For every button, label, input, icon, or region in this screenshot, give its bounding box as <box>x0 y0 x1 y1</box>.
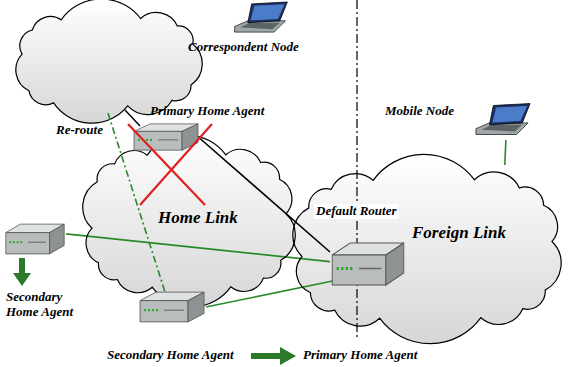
cloud-fill <box>83 135 296 307</box>
router-icon <box>138 290 206 324</box>
node-label: Secondary Home Agent <box>6 290 86 320</box>
router-icon <box>4 222 66 256</box>
router-light <box>144 309 146 311</box>
router-light <box>350 267 352 270</box>
router-light <box>152 309 154 311</box>
router-node: Secondary Home Agent <box>138 290 206 324</box>
cloud-fills <box>16 0 561 344</box>
router-slot <box>28 242 46 243</box>
link-name: Home Link <box>158 208 238 228</box>
router-light <box>146 139 148 141</box>
router-front <box>134 131 182 150</box>
link-name: Foreign Link <box>412 223 506 243</box>
failure-cross <box>132 122 200 152</box>
link-cloud: Home Link <box>78 140 300 302</box>
link-line <box>505 140 506 165</box>
router-light <box>346 267 348 270</box>
router-light <box>341 267 343 270</box>
router-front <box>332 255 386 285</box>
router-node: Secondary Home Agent <box>4 222 66 256</box>
laptop-screen <box>492 106 527 122</box>
cloud-border <box>83 135 296 307</box>
laptop-keys <box>482 125 523 132</box>
laptop-lid <box>248 2 288 23</box>
router-light <box>9 241 11 243</box>
router-slot <box>164 310 184 311</box>
cross-stroke <box>128 124 205 205</box>
router-icon <box>330 240 406 288</box>
laptop-node: Mobile Node <box>474 100 532 140</box>
cross-stroke <box>140 124 212 205</box>
laptop-icon <box>232 2 290 34</box>
router-light <box>17 241 19 243</box>
laptop-base <box>476 123 528 135</box>
cloud-border <box>293 154 561 343</box>
laptop-base <box>235 21 286 32</box>
router-light <box>150 139 152 141</box>
link-cloud: Foreign Link <box>288 165 566 333</box>
divider-line <box>356 0 357 340</box>
node-label: Correspondent Node <box>188 40 299 55</box>
router-front <box>140 301 188 322</box>
router-side <box>182 124 198 150</box>
router-node: Default Router <box>330 240 406 288</box>
node-label: Primary Home Agent <box>150 104 264 119</box>
router-front <box>6 233 50 254</box>
router-light <box>20 241 22 243</box>
router-side <box>50 224 65 254</box>
role-label: Primary Home Agent <box>303 348 417 363</box>
link-line <box>200 139 330 253</box>
laptop-screen <box>251 4 285 20</box>
down-arrow <box>13 258 31 286</box>
router-light <box>337 267 339 270</box>
laptop-lid <box>489 104 530 125</box>
router-light <box>13 241 15 243</box>
cloud-fill <box>293 154 561 343</box>
path-label: Re-route <box>56 123 103 138</box>
right-arrow <box>251 347 296 365</box>
router-side <box>188 292 204 322</box>
link-line <box>66 234 330 262</box>
router-light <box>156 309 158 311</box>
cloud-link <box>125 110 140 126</box>
router-slot <box>359 268 381 270</box>
laptop-node: Correspondent Node <box>232 2 290 34</box>
node-label: Mobile Node <box>385 104 454 119</box>
node-label: Default Router <box>314 204 399 219</box>
router-node: Primary Home Agent <box>132 122 200 152</box>
router-light <box>148 309 150 311</box>
node-label: Secondary Home Agent <box>107 348 234 363</box>
router-side <box>386 243 404 285</box>
laptop-icon <box>474 100 532 140</box>
router-slot <box>158 139 178 140</box>
cloud-outline <box>288 165 566 333</box>
router-light <box>138 139 140 141</box>
laptop-keys <box>240 23 280 30</box>
